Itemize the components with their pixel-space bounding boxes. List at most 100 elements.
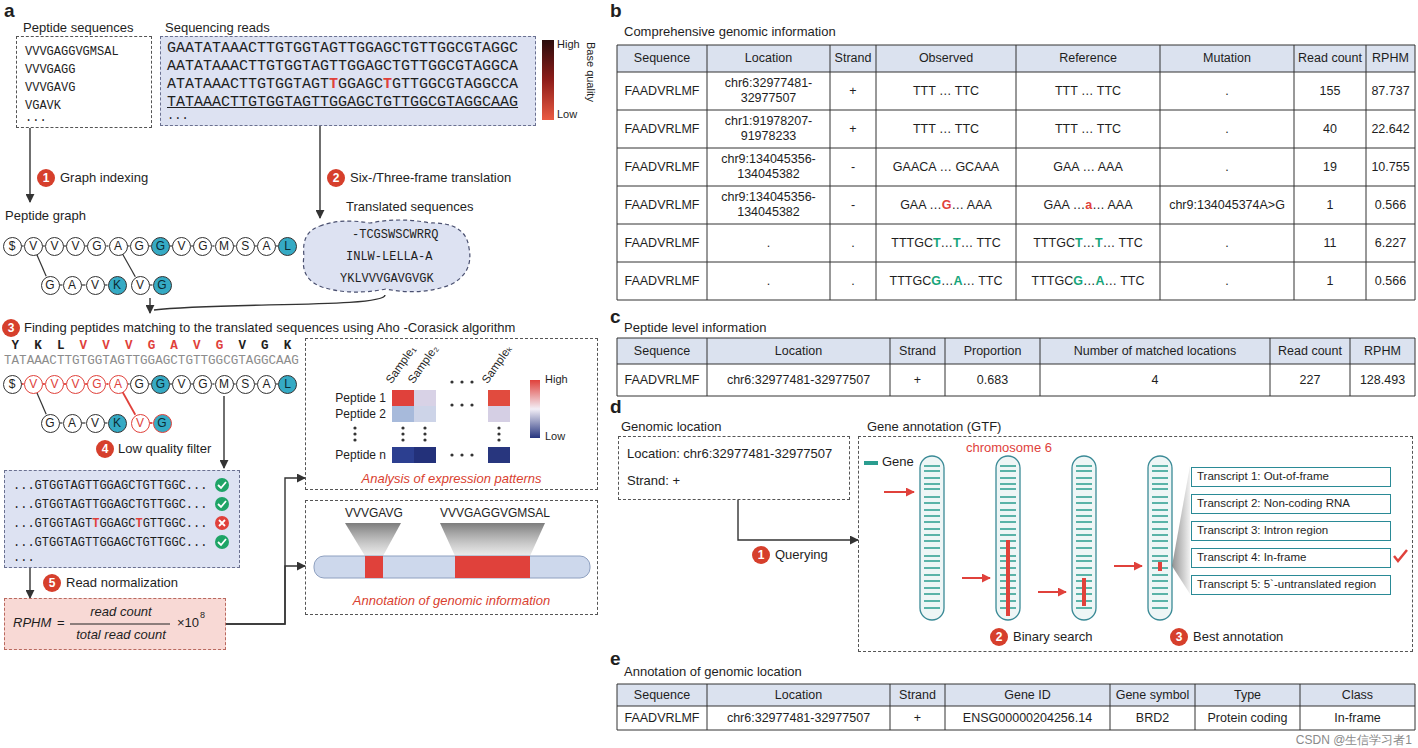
node-letter: $	[4, 376, 21, 393]
node-text: Location: chr6:32977481-32977507	[627, 446, 832, 462]
graph-node: $	[3, 237, 22, 256]
node-letter: V	[87, 415, 104, 432]
panel-letter: c	[610, 306, 621, 329]
graph-edge	[123, 254, 136, 276]
node-text: total read count	[71, 627, 171, 643]
node-text: ...	[167, 109, 189, 123]
table-cell: 11	[1294, 224, 1366, 262]
step-label: Low quality filter	[118, 441, 211, 457]
graph-node: A	[109, 237, 128, 256]
graph-node: M	[215, 375, 234, 394]
table-cell: GAA … a … AAA	[1016, 186, 1160, 224]
panel-title: Comprehensive genomic information	[624, 24, 836, 40]
text-label: VVVGAVG	[345, 506, 403, 520]
graph-node: V	[66, 237, 85, 256]
graph-node: G	[193, 237, 212, 256]
graph-node: V	[66, 375, 85, 394]
table-cell: -	[830, 186, 876, 224]
transcript-box: Transcript 3: Intron region	[1191, 521, 1391, 541]
node-text: Transcript 2: Non-coding RNA	[1197, 497, 1350, 511]
graph-node: G	[193, 375, 212, 394]
legend-swatch	[864, 461, 878, 465]
graph-node: V	[45, 237, 64, 256]
table-cell: 87.737	[1366, 72, 1415, 110]
node-text: ...GTGGTAGTTGGAGCTGTTGGC...	[13, 498, 207, 512]
table-cell: 6.227	[1366, 224, 1415, 262]
graph-node: G	[151, 375, 170, 394]
table-cell: FAADVRLMF	[617, 148, 707, 186]
table-cell: Class	[1300, 684, 1415, 706]
box-heading: Genomic location	[621, 419, 721, 435]
table-cell: chr6:32977481-32977507	[707, 706, 890, 730]
text-label: Low	[557, 108, 577, 121]
table-grids	[617, 45, 1415, 730]
graph-node: G	[153, 414, 172, 433]
table-cell: .	[707, 224, 830, 262]
node-text: YKLVVVGAVGVGK	[340, 272, 434, 286]
graph-node: V	[24, 237, 43, 256]
row-label: Peptide 1	[318, 390, 386, 406]
graph-edge	[37, 255, 46, 277]
graph-node: A	[63, 276, 82, 295]
node-text: ...	[13, 551, 35, 565]
reads-box: Sequencing readsGAATATAAACTTGTGGTAGTTGGA…	[160, 36, 536, 126]
table-cell: 22.642	[1366, 110, 1415, 148]
node-text: =	[57, 615, 65, 631]
table-cell: 4	[1040, 364, 1270, 396]
box-heading: Translated sequences	[346, 199, 473, 215]
node-text: AATATAAACTTGTGGTAGTTGGAGCTGTTGGCGTAGGCA	[167, 58, 518, 76]
legend-text: Gene	[882, 454, 914, 470]
graph-node: V	[45, 375, 64, 394]
row-label: Peptide n	[318, 447, 386, 463]
transcript-box: Transcript 5: 5`-untranslated region	[1191, 575, 1391, 595]
graph-node: G	[151, 237, 170, 256]
table-cell: .	[1160, 72, 1294, 110]
graph-node: G	[130, 375, 149, 394]
table-cell: +	[890, 364, 945, 396]
table-cell: FAADVRLMF	[617, 72, 707, 110]
graph-edge	[37, 393, 46, 415]
graph-node: V	[172, 237, 191, 256]
node-text: RPHM	[13, 615, 51, 631]
node-letter: V	[25, 376, 42, 393]
table-cell: chr9:134045356-134045382	[707, 186, 830, 224]
chromosomes	[884, 456, 1407, 620]
node-letter: V	[87, 277, 104, 294]
table-cell: chr1:91978207-91978233	[707, 110, 830, 148]
graph-node: G	[87, 237, 106, 256]
sample-label: Sampleₖ	[479, 342, 516, 386]
table-cell: 1	[1294, 186, 1366, 224]
table-cell: 0.566	[1366, 262, 1415, 300]
dashed-box: Peptide sequencesVVVGAGGVGMSALVVVGAGGVVV…	[16, 36, 152, 128]
table-cell: Location	[707, 45, 830, 72]
table-cell: +	[830, 72, 876, 110]
table-cell: Observed	[876, 45, 1016, 72]
table-cell: -	[830, 148, 876, 186]
node-letter: G	[131, 376, 148, 393]
step-label: Six-/Three-frame translation	[350, 170, 511, 186]
filter-box-fill	[4, 470, 240, 568]
text-label: Low	[545, 430, 565, 443]
graph-node: G	[41, 414, 60, 433]
graph-node: G	[87, 375, 106, 394]
table-cell: RPHM	[1366, 45, 1415, 72]
table-cell: 10.755	[1366, 148, 1415, 186]
table-cell: Protein coding	[1195, 706, 1300, 730]
callout-number: 3	[1170, 628, 1188, 646]
node-letter: K	[109, 277, 126, 294]
table-cell: Sequence	[617, 684, 707, 706]
node-text: -TCGSWSCWRRQ	[352, 228, 438, 242]
table-cell: TTT … TTC	[1016, 110, 1160, 148]
table-cell: Read count	[1270, 338, 1350, 364]
node-letter: K	[109, 415, 126, 432]
callout-number: 2	[990, 628, 1008, 646]
node-letter: G	[88, 238, 105, 255]
dna-sequence: TATAAACTTGTGGTAGTTGGAGCTGTTGGCGTAGGCAAG	[4, 354, 299, 369]
step-label: Graph indexing	[60, 170, 148, 186]
table-cell: Read count	[1294, 45, 1366, 72]
gene-annotation-box: Gene annotation (GTF)Transcript 1: Out-o…	[858, 436, 1413, 652]
node-letter: S	[237, 376, 254, 393]
node-letter: $	[4, 238, 21, 255]
text-label: High	[557, 38, 580, 51]
table-cell: TTTGCT … T … TTC	[1016, 224, 1160, 262]
